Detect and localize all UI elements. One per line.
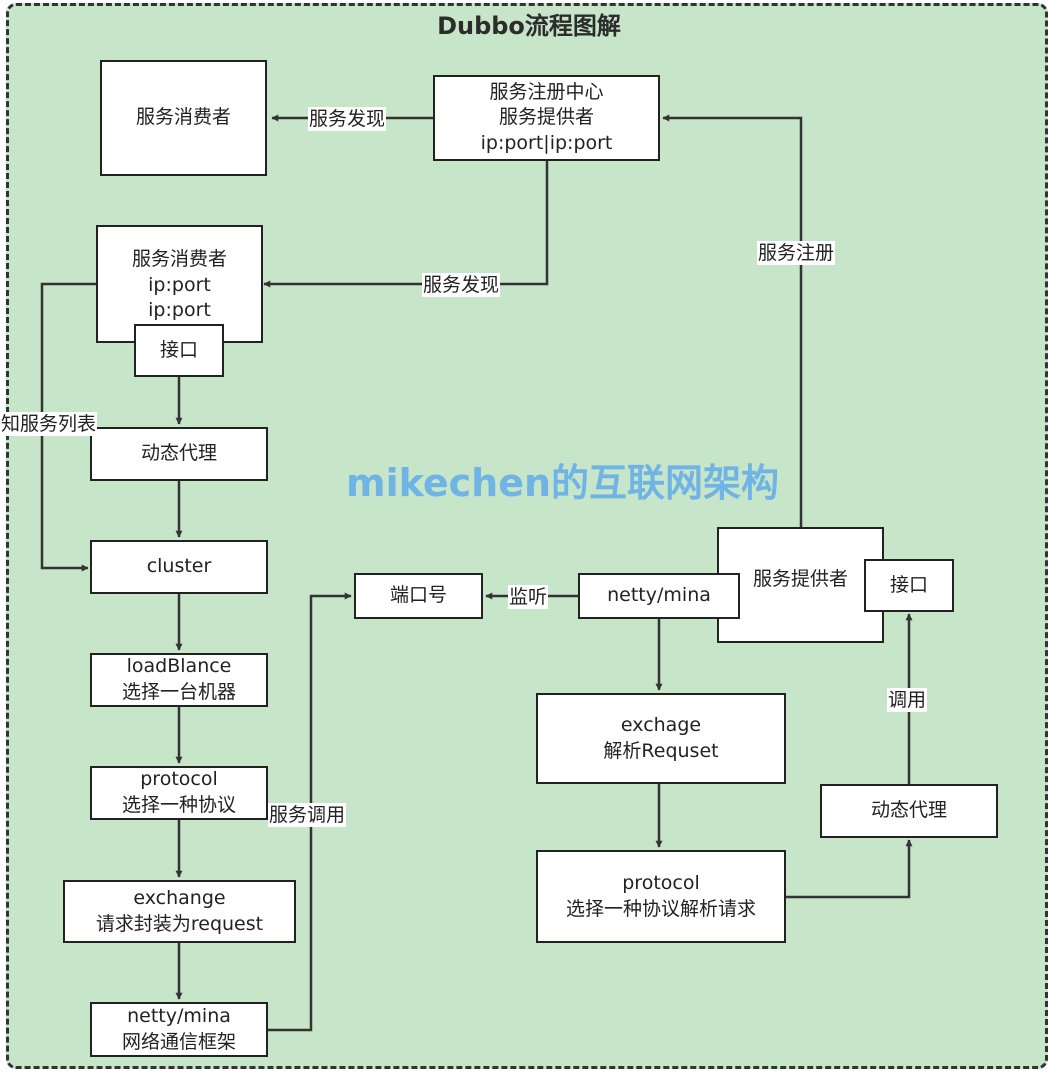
edge-register — [662, 114, 803, 528]
node-consumer-netty: netty/mina 网络通信框架 — [90, 1002, 268, 1057]
node-provider-proxy-line: 动态代理 — [870, 799, 947, 822]
edge-label-register: 服务注册 — [757, 241, 836, 265]
edge-protocol-proxy — [785, 839, 913, 899]
node-consumer-exchange: exchange 请求封装为request — [63, 880, 296, 943]
edge-label-listen: 监听 — [508, 585, 549, 609]
node-loadbalance: loadBlance 选择一台机器 — [90, 653, 268, 707]
node-provider-netty-line: netty/mina — [607, 584, 711, 607]
node-provider-interface-line: 接口 — [889, 573, 928, 596]
node-consumer-line: 服务消费者 — [131, 248, 227, 270]
node-registry-line: 服务提供者 — [498, 106, 594, 129]
node-provider: 服务提供者 — [717, 527, 884, 643]
node-provider-interface: 接口 — [864, 559, 954, 612]
edge-label-discover: 服务发现 — [422, 273, 501, 297]
node-consumer-protocol-line: protocol — [140, 768, 218, 791]
edge-label-call: 调用 — [887, 688, 928, 712]
node-consumer-exchange-line: exchange — [133, 886, 226, 909]
node-consumer-netty-line: 网络通信框架 — [121, 1030, 236, 1053]
node-provider-line: 服务提供者 — [752, 568, 848, 591]
node-consumer-interface: 接口 — [134, 324, 224, 377]
node-consumer-top: 服务消费者 — [100, 60, 267, 176]
node-provider-exchange-line: exchage — [620, 713, 702, 736]
node-consumer-line: ip:port — [148, 299, 211, 322]
node-consumer-protocol: protocol 选择一种协议 — [90, 766, 268, 820]
node-consumer-exchange-line: 请求封装为request — [95, 912, 264, 935]
node-consumer-line: ip:port — [148, 273, 211, 296]
node-consumer-proxy-line: 动态代理 — [140, 442, 217, 465]
node-registry-line: 服务注册中心 — [489, 80, 604, 103]
node-provider-exchange: exchage 解析Requset — [536, 693, 786, 784]
edge-label-invoke: 服务调用 — [268, 803, 347, 827]
node-consumer-top-line: 服务消费者 — [135, 106, 231, 129]
node-provider-proxy: 动态代理 — [820, 784, 998, 838]
node-consumer-proxy: 动态代理 — [90, 427, 268, 481]
node-registry-line: ip:port|ip:port — [480, 131, 613, 154]
diagram-title: Dubbo流程图解 — [437, 12, 621, 40]
node-provider-protocol-line: protocol — [622, 871, 700, 894]
watermark-text: mikechen的互联网架构 — [346, 461, 780, 505]
edge-discover — [263, 160, 549, 288]
node-consumer-netty-line: netty/mina — [127, 1004, 231, 1027]
node-cluster: cluster — [90, 540, 268, 594]
node-provider-netty: netty/mina — [578, 573, 740, 619]
node-port: 端口号 — [354, 573, 483, 619]
edge-label-discover-top: 服务发现 — [308, 107, 387, 131]
node-consumer-protocol-line: 选择一种协议 — [121, 794, 236, 816]
node-consumer-interface-line: 接口 — [159, 338, 198, 361]
node-provider-exchange-line: 解析Requset — [603, 739, 719, 762]
node-cluster-line: cluster — [146, 555, 212, 578]
node-loadbalance-line: 选择一台机器 — [121, 681, 236, 703]
node-loadbalance-line: loadBlance — [126, 655, 232, 678]
node-port-line: 端口号 — [389, 584, 447, 607]
node-registry: 服务注册中心 服务提供者 ip:port|ip:port — [433, 75, 660, 161]
node-provider-protocol-line: 选择一种协议解析请求 — [565, 897, 756, 920]
edge-label-service-list: 知服务列表 — [0, 412, 98, 436]
node-provider-protocol: protocol 选择一种协议解析请求 — [536, 850, 786, 943]
